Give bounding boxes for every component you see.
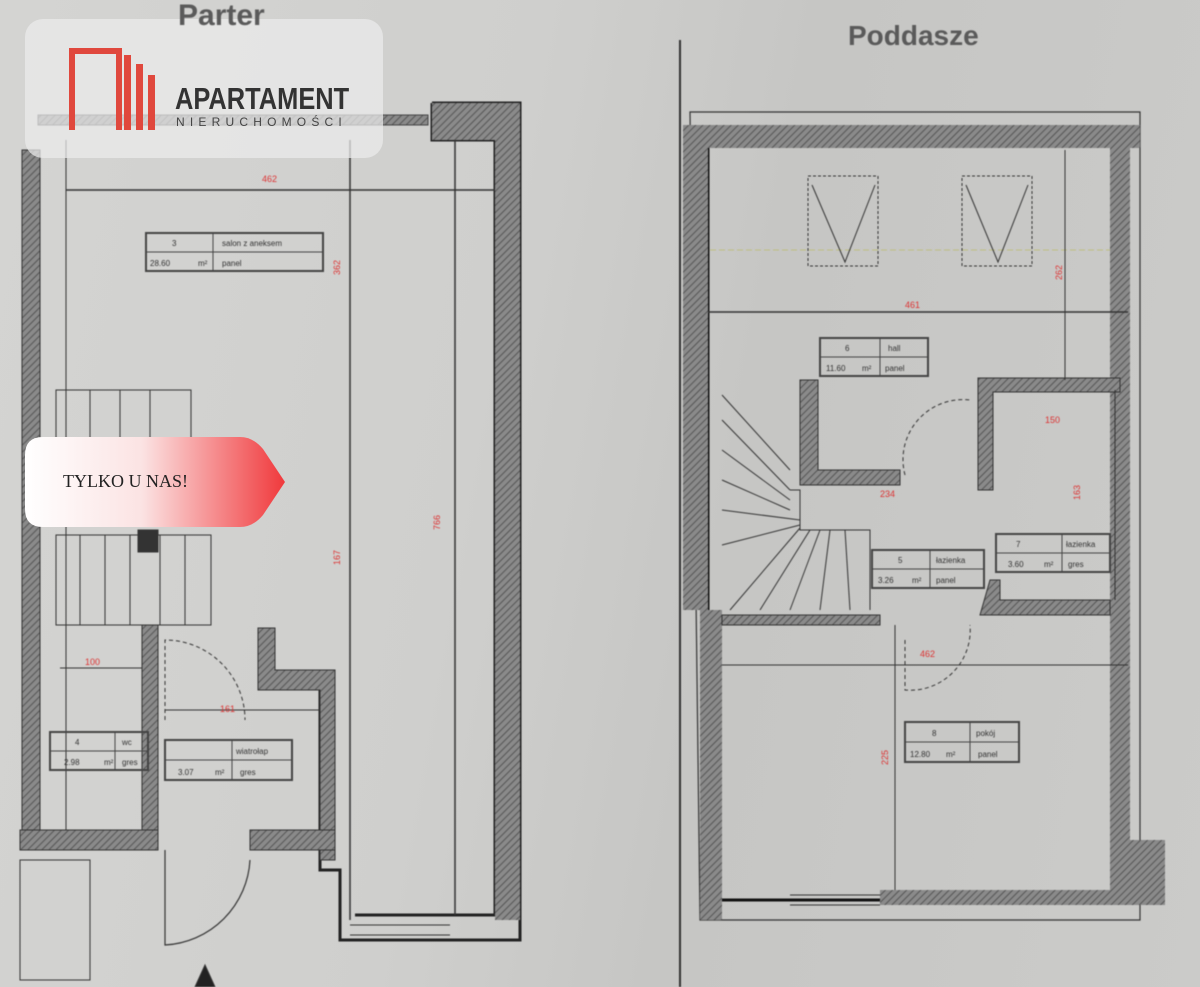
room-name: wc <box>121 738 132 747</box>
room-name: pokój <box>976 729 995 738</box>
room-label-wiatrolap: wiatrołap 3.07 m² gres <box>164 739 293 781</box>
room-label-hall: 6 hall 11.60 m² panel <box>819 337 929 377</box>
svg-text:766: 766 <box>432 515 442 530</box>
room-floor: panel <box>885 364 905 373</box>
room-area: 3.60 <box>1008 560 1024 569</box>
badge-label: TYLKO U NAS! <box>63 471 188 491</box>
ground-floor-plan <box>19 101 522 987</box>
room-name: hall <box>888 344 901 353</box>
exclusive-offer-badge: TYLKO U NAS! <box>25 437 285 527</box>
svg-text:225: 225 <box>880 750 890 765</box>
room-unit: m² <box>912 576 922 585</box>
room-number: 7 <box>1016 540 1021 549</box>
svg-text:234: 234 <box>880 489 895 499</box>
room-unit: m² <box>862 364 872 373</box>
agency-logo: APARTAMENT NIERUCHOMOŚCI <box>25 19 383 158</box>
room-unit: m² <box>104 758 114 767</box>
room-floor: gres <box>122 758 138 767</box>
room-unit: m² <box>946 750 956 759</box>
room-area: 3.26 <box>878 576 894 585</box>
room-label-room-8: 8 pokój 12.80 m² panel <box>904 721 1020 763</box>
svg-text:167: 167 <box>332 550 342 565</box>
room-floor: panel <box>222 259 242 268</box>
room-area: 3.07 <box>178 768 194 777</box>
svg-text:461: 461 <box>905 300 920 310</box>
room-floor: gres <box>240 768 256 777</box>
room-floor: gres <box>1068 560 1084 569</box>
room-label-bathroom-7: 7 łazienka 3.60 m² gres <box>995 533 1111 573</box>
attic-dimension-labels: 461 150 234 462 262 163 225 <box>880 265 1082 765</box>
room-number: 3 <box>172 239 177 248</box>
logo-brand: APARTAMENT <box>175 81 350 116</box>
svg-text:462: 462 <box>262 174 277 184</box>
room-unit: m² <box>1044 560 1054 569</box>
svg-text:362: 362 <box>332 260 342 275</box>
room-label-bathroom-5: 5 łazienka 3.26 m² panel <box>871 549 985 589</box>
room-name: salon z aneksem <box>222 239 282 248</box>
room-floor: panel <box>978 750 998 759</box>
room-area: 11.60 <box>826 364 846 373</box>
logo-mark-icon <box>69 48 155 130</box>
room-name: łazienka <box>936 556 966 565</box>
room-labels: 3 salon z aneksem 28.60 m² panel 4 wc 2.… <box>49 232 1111 781</box>
room-label-wc: 4 wc 2.98 m² gres <box>49 731 149 771</box>
svg-text:462: 462 <box>920 649 935 659</box>
svg-text:262: 262 <box>1054 265 1064 280</box>
room-label-salon: 3 salon z aneksem 28.60 m² panel <box>145 232 324 272</box>
attic-title: Poddasze <box>848 20 979 51</box>
room-number: 6 <box>845 344 850 353</box>
room-area: 2.98 <box>64 758 80 767</box>
badge-arrow-shape <box>25 437 285 527</box>
svg-text:100: 100 <box>85 657 100 667</box>
room-area: 28.60 <box>150 259 171 268</box>
room-unit: m² <box>215 768 225 777</box>
room-floor: panel <box>936 576 956 585</box>
svg-text:163: 163 <box>1072 485 1082 500</box>
room-number: 5 <box>898 556 903 565</box>
room-area: 12.80 <box>910 750 931 759</box>
room-unit: m² <box>198 259 208 268</box>
svg-text:150: 150 <box>1045 415 1060 425</box>
logo-subtitle: NIERUCHOMOŚCI <box>176 115 347 129</box>
room-name: łazienka <box>1066 540 1096 549</box>
room-number: 4 <box>75 738 80 747</box>
room-name: wiatrołap <box>235 747 269 756</box>
ground-floor-title: Parter <box>178 0 265 32</box>
svg-text:161: 161 <box>220 704 235 714</box>
dimension-labels: 462 362 766 167 100 161 <box>85 174 442 714</box>
attic-plan <box>679 40 1165 987</box>
room-number: 8 <box>932 729 937 738</box>
